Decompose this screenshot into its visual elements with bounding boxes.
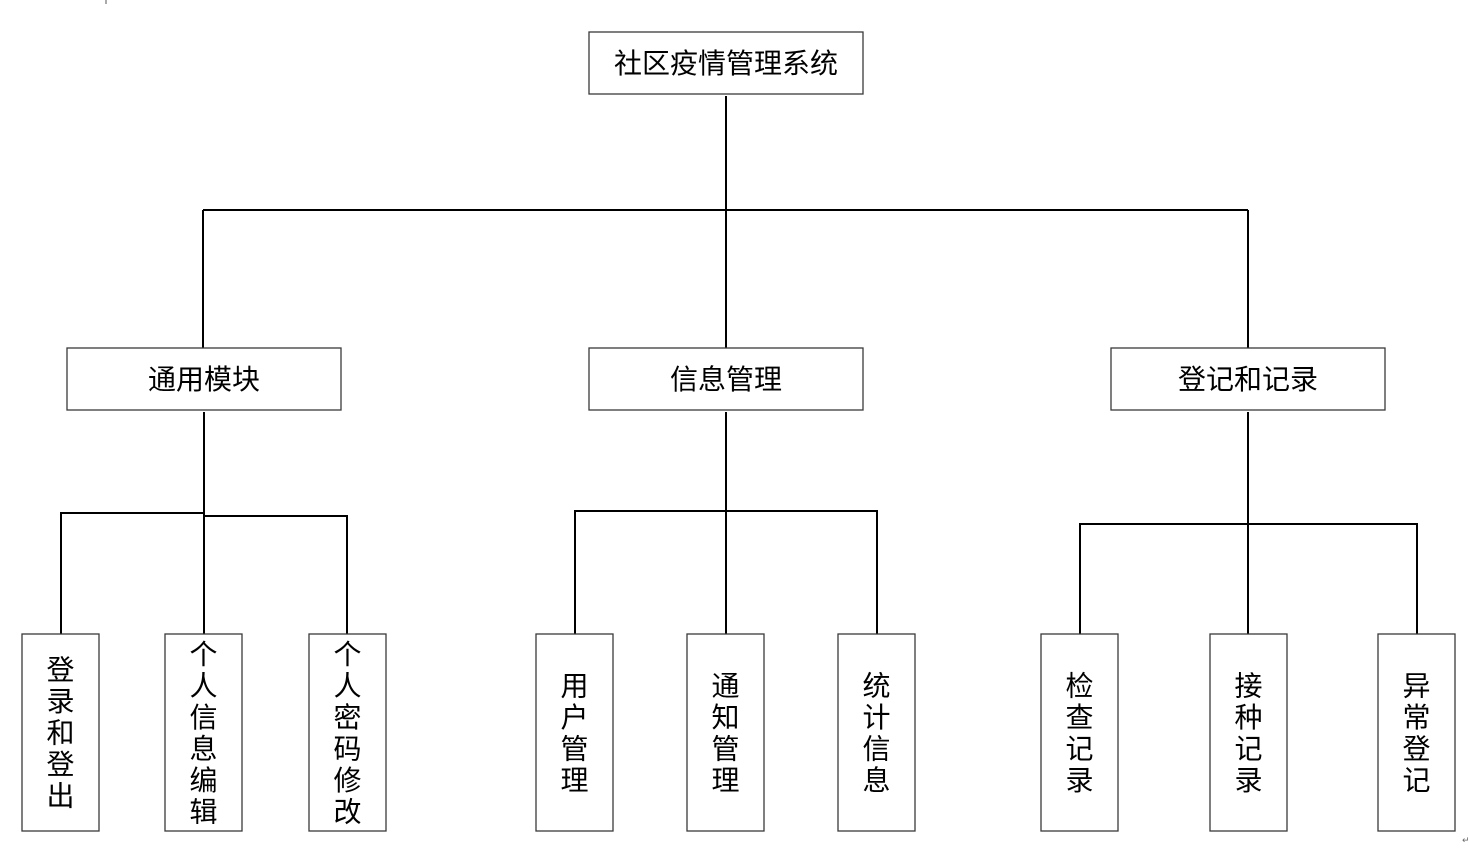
leaf-node-label: 个人密码修改 — [333, 638, 361, 829]
module-node-registration-label: 登记和记录 — [1178, 363, 1318, 396]
connector-module-1-right — [204, 515, 348, 634]
leaf-node-label: 个人信息编辑 — [189, 638, 217, 829]
leaf-node-label: 接种记录 — [1234, 669, 1262, 797]
connector-module-2-bus — [574, 510, 878, 634]
leaf-node-1-2: 统计信息 — [837, 633, 917, 833]
root-node: 社区疫情管理系统 — [588, 31, 865, 96]
module-node-info: 信息管理 — [588, 347, 865, 412]
leaf-node-label: 用户管理 — [560, 669, 588, 797]
leaf-node-label: 统计信息 — [862, 669, 890, 797]
connector-module-1-left — [60, 512, 204, 634]
module-node-registration: 登记和记录 — [1110, 347, 1387, 412]
leaf-nodes: 登录和登出 个人信息编辑 个人密码修改 用户管理 通知管理 统计信息 检查记录 接种记录 异常登… — [21, 633, 1457, 833]
module-node-info-label: 信息管理 — [670, 363, 782, 396]
corner-mark-bottom-right: ↵ — [1462, 836, 1469, 846]
leaf-node-0-2: 个人密码修改 — [308, 633, 388, 833]
leaf-node-2-2: 异常登记 — [1377, 633, 1457, 833]
leaf-node-label: 异常登记 — [1402, 669, 1430, 797]
leaf-node-label: 登录和登出 — [46, 654, 74, 813]
leaf-node-2-0: 检查记录 — [1040, 633, 1120, 833]
leaf-node-1-0: 用户管理 — [535, 633, 615, 833]
connector-module-3-bus — [1079, 523, 1418, 634]
leaf-node-label: 检查记录 — [1065, 669, 1093, 797]
leaf-node-label: 通知管理 — [711, 669, 739, 797]
leaf-node-0-0: 登录和登出 — [21, 633, 101, 833]
module-node-general: 通用模块 — [66, 347, 343, 412]
leaf-node-2-1: 接种记录 — [1209, 633, 1289, 833]
module-node-general-label: 通用模块 — [148, 363, 260, 396]
connectors — [60, 95, 1418, 634]
leaf-node-0-1: 个人信息编辑 — [164, 633, 244, 833]
root-node-label: 社区疫情管理系统 — [614, 47, 838, 80]
leaf-node-1-1: 通知管理 — [686, 633, 766, 833]
